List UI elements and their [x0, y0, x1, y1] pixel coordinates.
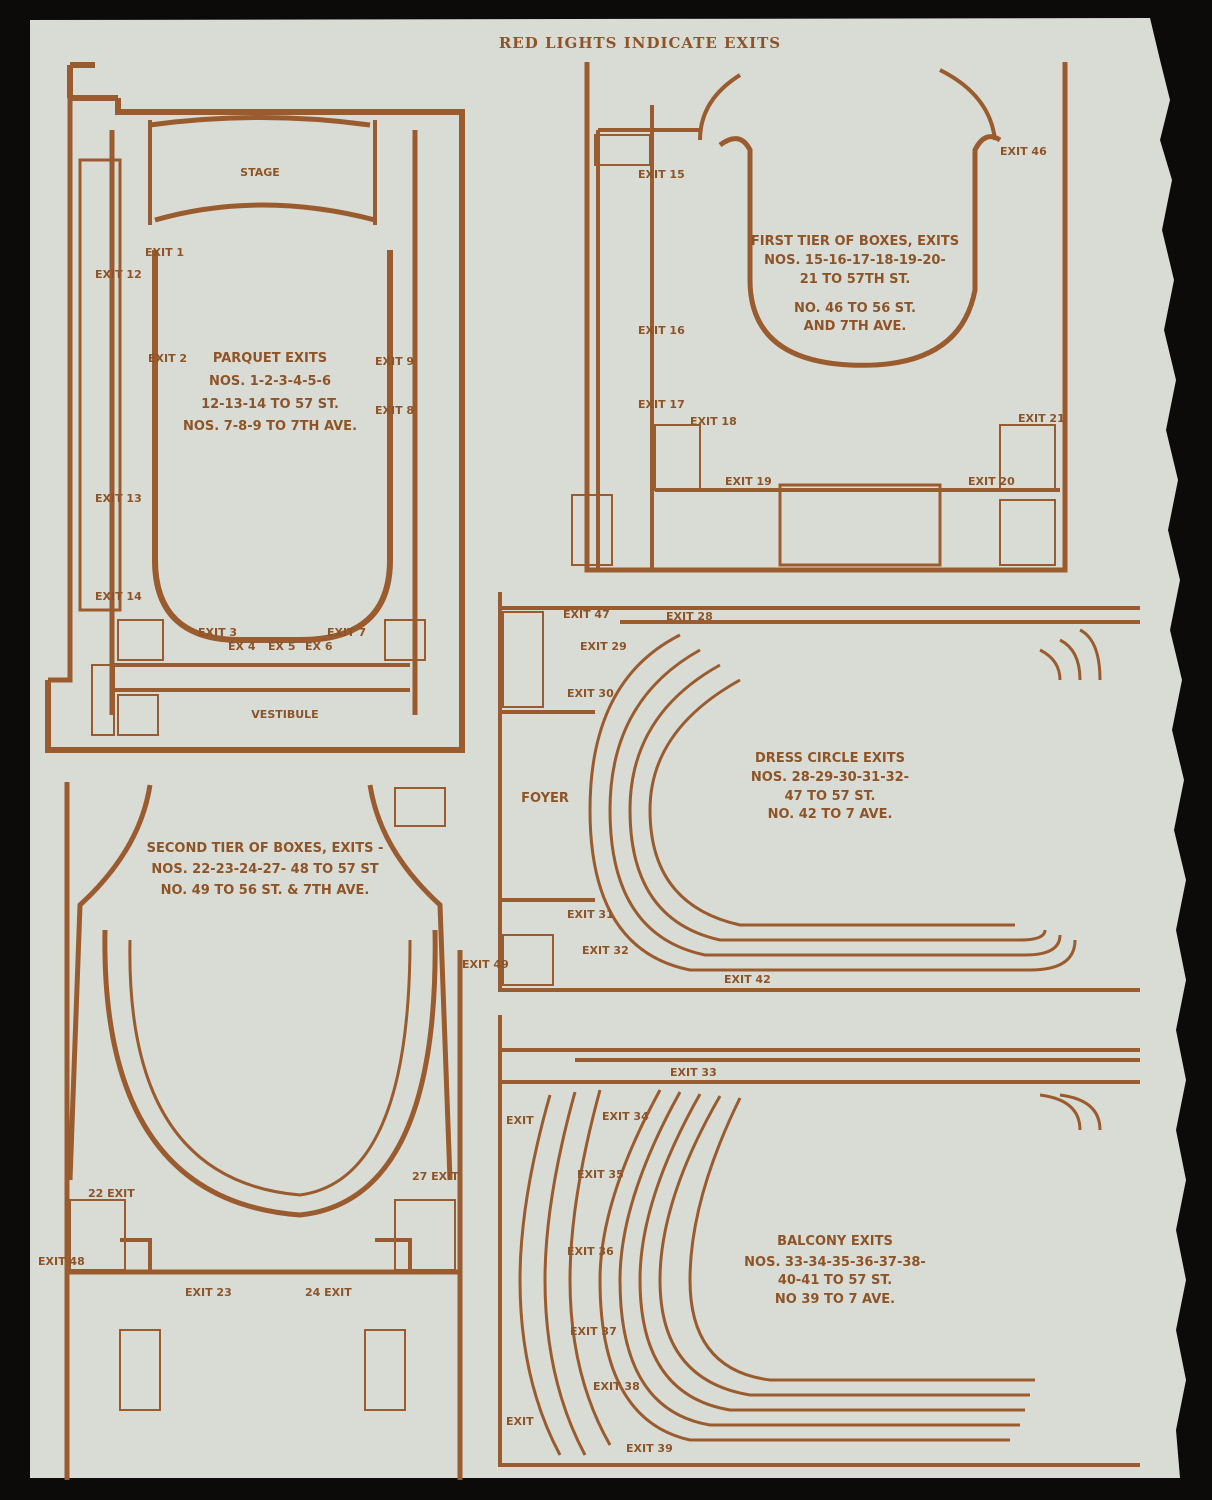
dress-circle-caption-3: 47 TO 57 ST.	[785, 789, 876, 804]
second-tier-caption-1: SECOND TIER OF BOXES, EXITS -	[147, 841, 384, 856]
dress-circle-exit-32: EXIT 32	[582, 944, 629, 957]
balcony-exit-38: EXIT 38	[593, 1380, 640, 1393]
parquet-exit-8: EXIT 8	[375, 404, 414, 417]
second-tier-exit-49: EXIT 49	[462, 958, 509, 971]
first-tier-exit-46: EXIT 46	[1000, 145, 1047, 158]
dress-circle-stairs	[502, 611, 554, 986]
parquet-caption-2: NOS. 1-2-3-4-5-6	[209, 374, 331, 389]
dress-circle-caption-2: NOS. 28-29-30-31-32-	[751, 770, 909, 785]
parquet-exit-2: EXIT 2	[148, 352, 187, 365]
second-tier-stairs	[69, 787, 456, 1411]
second-tier-horseshoe	[67, 784, 453, 1218]
balcony-caption-2: NOS. 33-34-35-36-37-38-	[744, 1255, 926, 1270]
first-tier-caption-4: NO. 46 TO 56 ST.	[794, 301, 916, 316]
parquet-vestibule-wall	[110, 663, 410, 692]
balcony-exit-39: EXIT 39	[626, 1442, 673, 1455]
parquet-side-corridor	[78, 158, 122, 612]
dress-circle-foyer-wall	[500, 710, 595, 902]
first-tier-caption-5: AND 7TH AVE.	[804, 319, 907, 334]
balcony-caption-1: BALCONY EXITS	[777, 1234, 893, 1249]
parquet-plan: STAGE VESTIBULE PARQUET EXITS NOS. 1-2-3…	[45, 62, 465, 753]
second-tier-exit-24: 24 EXIT	[305, 1286, 352, 1299]
first-tier-caption-1: FIRST TIER OF BOXES, EXITS	[751, 234, 959, 249]
balcony-exit-33: EXIT 33	[670, 1066, 717, 1079]
first-tier-horseshoe	[718, 134, 1002, 368]
header-title: RED LIGHTS INDICATE EXITS	[499, 34, 781, 52]
first-tier-caption-2: NOS. 15-16-17-18-19-20-	[764, 253, 946, 268]
parquet-exit-7: EXIT 7	[327, 626, 366, 639]
second-tier-exit-23: EXIT 23	[185, 1286, 232, 1299]
parquet-stairs	[91, 619, 426, 736]
parquet-stage-label: STAGE	[240, 166, 280, 179]
dress-circle-foyer-label: FOYER	[521, 791, 569, 806]
first-tier-exit-19: EXIT 19	[725, 475, 772, 488]
first-tier-caption-3: 21 TO 57TH ST.	[800, 272, 911, 287]
first-tier-corridor-wall	[596, 105, 700, 570]
second-tier-caption-3: NO. 49 TO 56 ST. & 7TH AVE.	[161, 883, 370, 898]
first-tier-exit-15: EXIT 15	[638, 168, 685, 181]
parquet-exit-5: EX 5	[268, 640, 295, 653]
dress-circle-rows	[588, 628, 1102, 972]
parquet-exit-1: EXIT 1	[145, 246, 184, 259]
dress-circle-exit-29: EXIT 29	[580, 640, 627, 653]
dress-circle-caption-4: NO. 42 TO 7 AVE.	[768, 807, 893, 822]
second-tier-exit-22: 22 EXIT	[88, 1187, 135, 1200]
first-tier-exit-16: EXIT 16	[638, 324, 685, 337]
balcony-exit-40: EXIT	[506, 1114, 534, 1127]
parquet-exit-9: EXIT 9	[375, 355, 414, 368]
parquet-exit-4: EX 4	[228, 640, 256, 653]
balcony-exit-36: EXIT 36	[567, 1245, 614, 1258]
balcony-exit-37: EXIT 37	[570, 1325, 617, 1338]
paper-sheet	[30, 18, 1186, 1478]
dress-circle-exit-28: EXIT 28	[666, 610, 713, 623]
balcony-plan: BALCONY EXITS NOS. 33-34-35-36-37-38- 40…	[498, 1015, 1140, 1467]
parquet-stage-frame	[148, 120, 377, 225]
second-tier-exit-27: 27 EXIT	[412, 1170, 459, 1183]
first-tier-exit-21: EXIT 21	[1018, 412, 1065, 425]
parquet-caption-3: 12-13-14 TO 57 ST.	[201, 397, 339, 412]
second-tier-caption-2: NOS. 22-23-24-27- 48 TO 57 ST	[151, 862, 378, 877]
balcony-outer-wall	[498, 1015, 1140, 1467]
parquet-stage-arc	[149, 115, 376, 223]
balcony-rows	[518, 1089, 1102, 1456]
balcony-exit-34: EXIT 34	[602, 1110, 649, 1123]
parquet-outer-wall	[45, 62, 465, 753]
parquet-vestibule-label: VESTIBULE	[251, 708, 318, 721]
parquet-exit-6: EX 6	[305, 640, 333, 653]
second-tier-outer-wall	[64, 782, 463, 1480]
balcony-exit-35: EXIT 35	[577, 1168, 624, 1181]
dress-circle-outer-wall	[498, 592, 1140, 992]
dress-circle-exit-31: EXIT 31	[567, 908, 614, 921]
first-tier-plan: FIRST TIER OF BOXES, EXITS NOS. 15-16-17…	[571, 62, 1068, 573]
first-tier-exit-18: EXIT 18	[690, 415, 737, 428]
dress-circle-exit-42: EXIT 42	[724, 973, 771, 986]
parquet-exit-13: EXIT 13	[95, 492, 142, 505]
first-tier-exit-20: EXIT 20	[968, 475, 1015, 488]
dress-circle-plan: FOYER DRESS CIRCLE EXITS NOS. 28-29-30-3…	[498, 592, 1140, 992]
parquet-caption-4: NOS. 7-8-9 TO 7TH AVE.	[183, 419, 357, 434]
second-tier-plan: SECOND TIER OF BOXES, EXITS - NOS. 22-23…	[38, 782, 509, 1480]
balcony-exit-41: EXIT	[506, 1415, 534, 1428]
first-tier-center-block	[778, 483, 942, 567]
parquet-exit-14: EXIT 14	[95, 590, 142, 603]
dress-circle-exit-30: EXIT 30	[567, 687, 614, 700]
dress-circle-caption-1: DRESS CIRCLE EXITS	[755, 751, 905, 766]
parquet-exit-3: EXIT 3	[198, 626, 237, 639]
parquet-caption-1: PARQUET EXITS	[213, 351, 327, 366]
first-tier-stairs	[571, 134, 1056, 566]
dress-circle-exit-47: EXIT 47	[563, 608, 610, 621]
second-tier-lower-walls	[120, 1238, 412, 1270]
parquet-exit-12: EXIT 12	[95, 268, 142, 281]
balcony-caption-3: 40-41 TO 57 ST.	[778, 1273, 892, 1288]
second-tier-exit-48: EXIT 48	[38, 1255, 85, 1268]
balcony-caption-4: NO 39 TO 7 AVE.	[775, 1292, 895, 1307]
parquet-seating-horseshoe	[152, 250, 393, 643]
parquet-left-wall	[48, 98, 73, 683]
first-tier-outer-wall	[584, 62, 1068, 573]
first-tier-exit-17: EXIT 17	[638, 398, 685, 411]
second-tier-inner-horseshoe	[128, 939, 412, 1197]
first-tier-box-arc	[698, 68, 997, 141]
